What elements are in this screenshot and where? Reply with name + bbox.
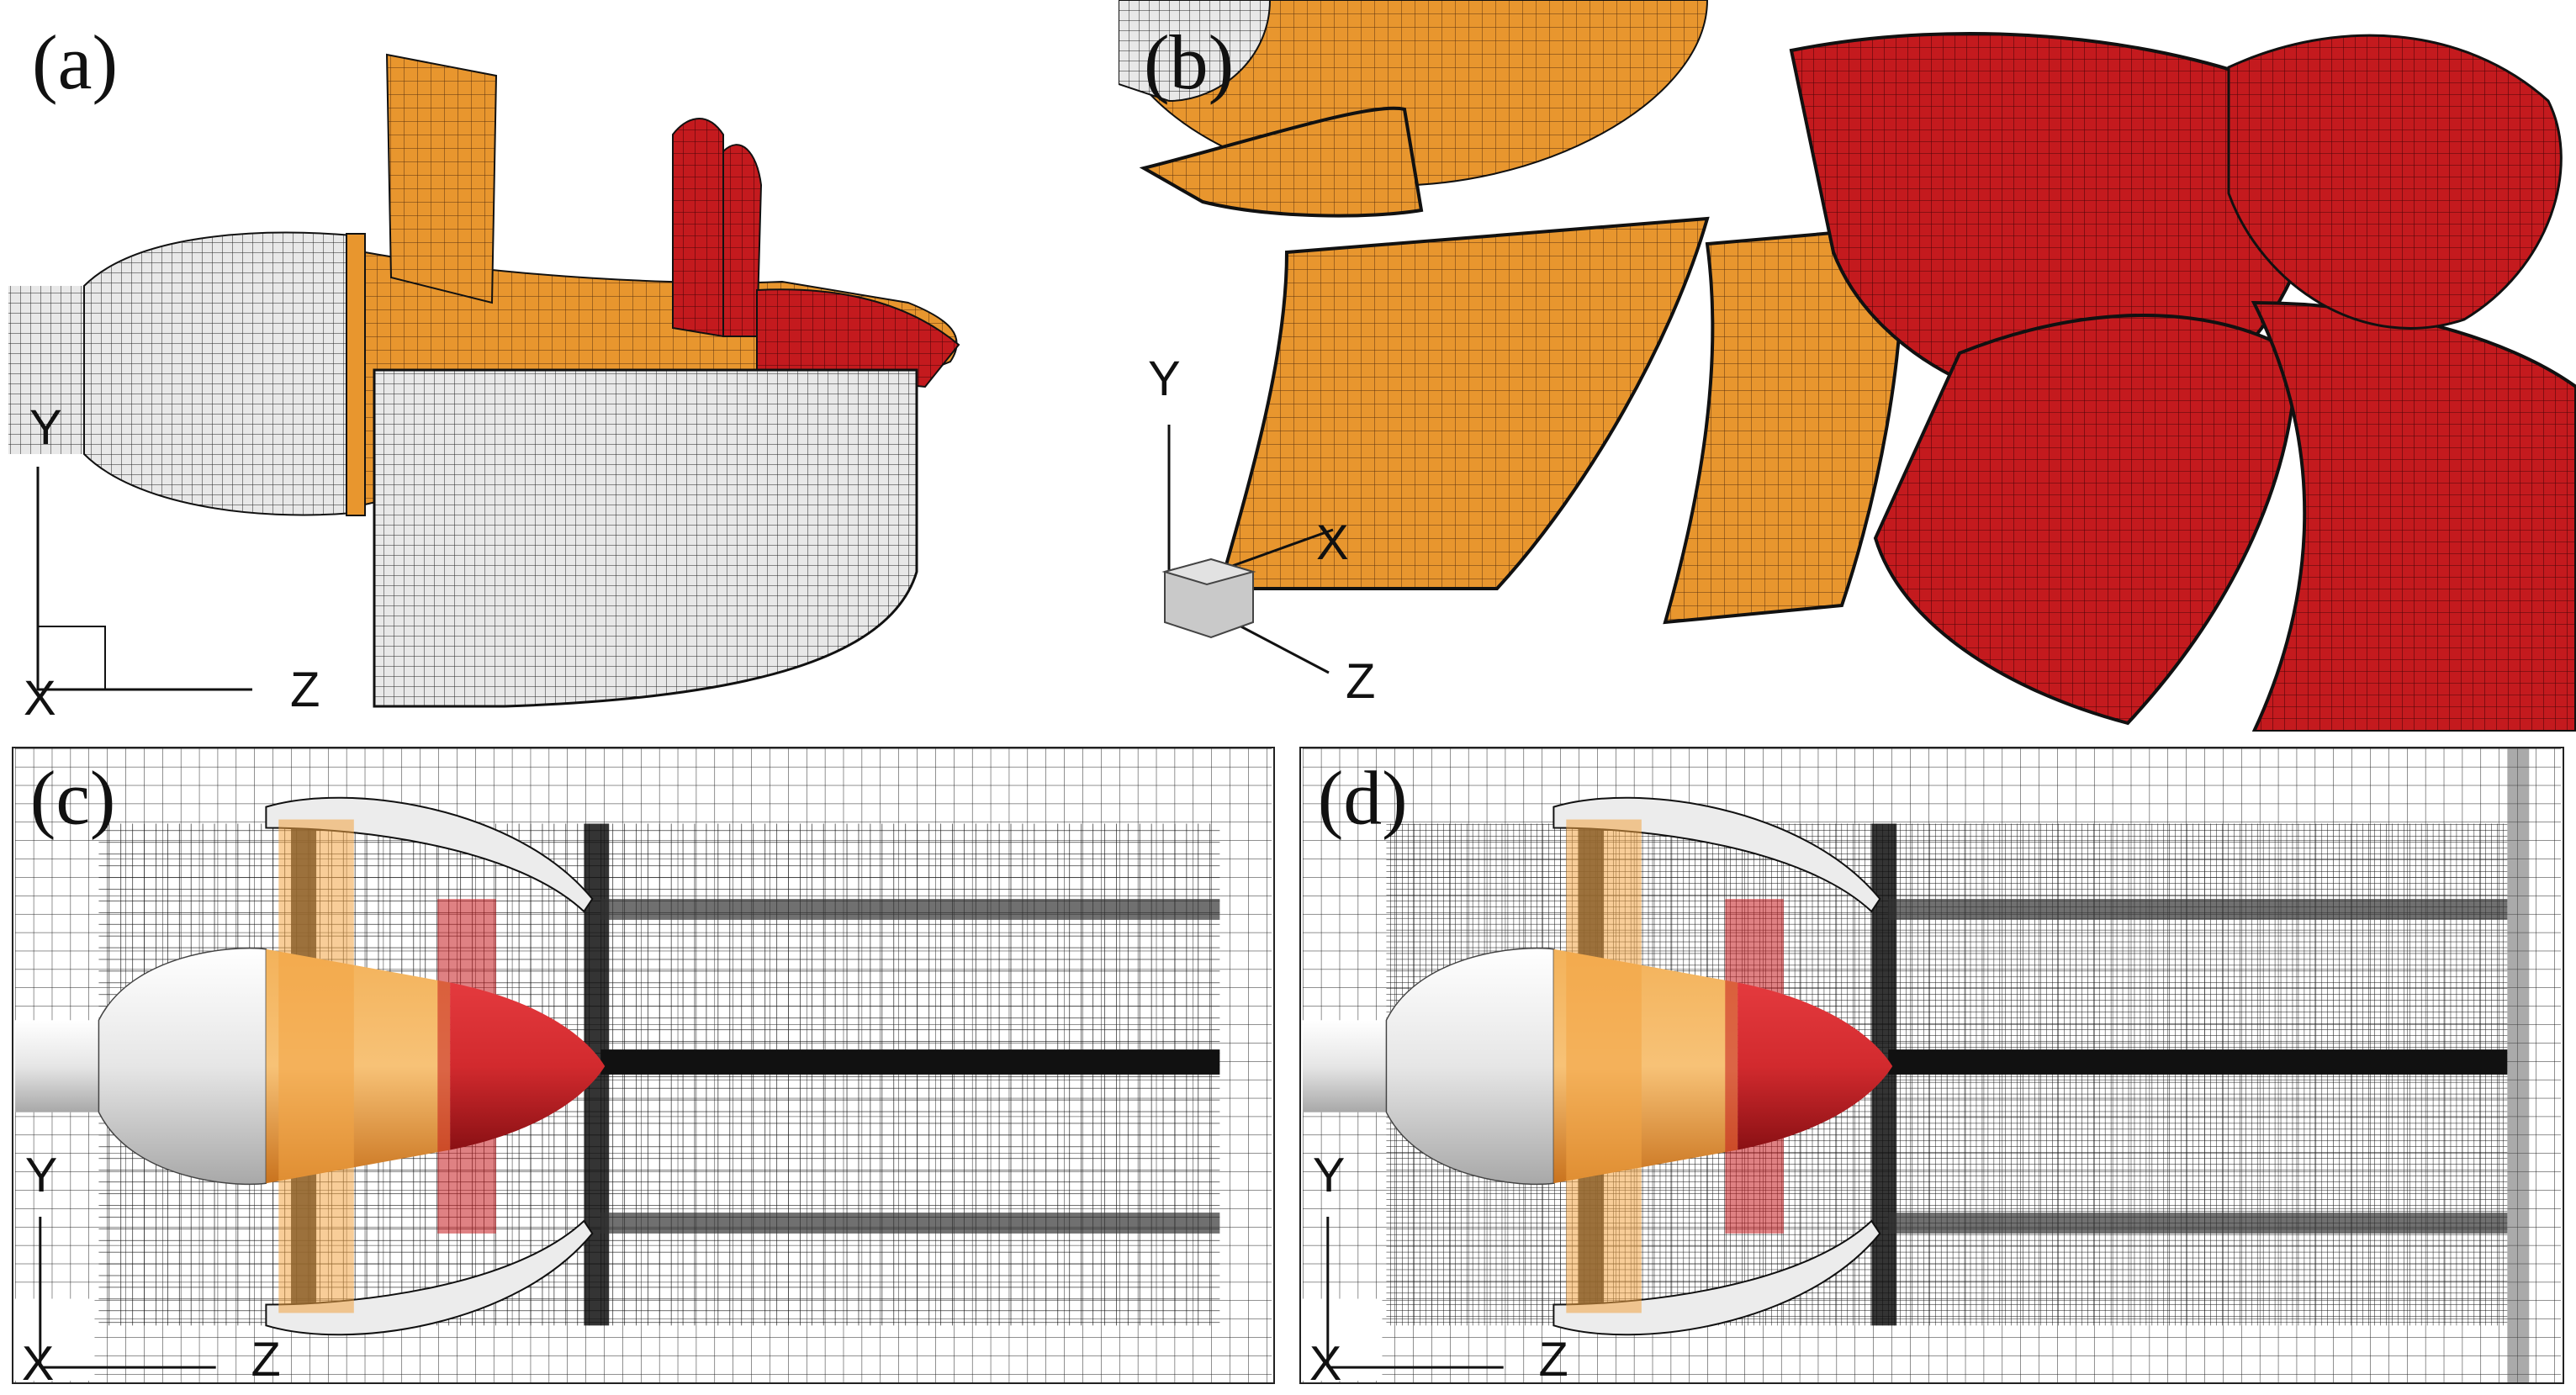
- panel-c: Y Z X (c): [12, 747, 1275, 1384]
- shaft: [1302, 1020, 1395, 1112]
- outflow-refinement-band: [2507, 748, 2530, 1382]
- wake-refinement-band: [1888, 1213, 2508, 1234]
- stator-blade: [1217, 216, 1710, 590]
- axis-label-y: Y: [29, 400, 62, 455]
- rotor-blade: [2251, 300, 2576, 732]
- spinner-hub: [83, 231, 354, 516]
- panel-label-a: (a): [32, 19, 118, 105]
- rotor-blade: [722, 144, 763, 337]
- panel-d: Y Z X (d): [1299, 747, 2564, 1384]
- axis-label-y: Y: [1148, 351, 1181, 406]
- panel-label-b: (b): [1144, 19, 1234, 105]
- axis-label-x: X: [24, 671, 56, 723]
- axis-label-x: X: [1309, 1337, 1341, 1382]
- panel-d-drawing: Y Z X (d): [1302, 748, 2562, 1382]
- nose-cone: [450, 982, 606, 1150]
- nose-cone: [1738, 982, 1893, 1150]
- nose-cone: [2227, 34, 2563, 330]
- axis-label-z: Z: [1538, 1333, 1568, 1382]
- spinner-hub: [1385, 947, 1555, 1186]
- axis-label-y: Y: [25, 1149, 57, 1202]
- axis-label-x: X: [22, 1337, 54, 1382]
- axis-label-y: Y: [1313, 1149, 1345, 1202]
- shaft: [14, 1020, 108, 1112]
- wake-refinement-band: [1888, 899, 2508, 920]
- wake-refinement-band: [600, 1213, 1220, 1234]
- axis-label-z: Z: [251, 1333, 280, 1382]
- axis-label-z: Z: [1346, 654, 1375, 709]
- spinner-hub: [98, 947, 267, 1186]
- stator-blade: [385, 53, 498, 304]
- panel-c-drawing: Y Z X (c): [14, 748, 1272, 1382]
- wake-refinement-band: [1888, 1049, 2508, 1075]
- wake-refinement-band: [600, 1049, 1220, 1075]
- nose-cone: [756, 288, 960, 388]
- panel-label-c: (c): [30, 755, 116, 841]
- duct-casing: [373, 368, 918, 708]
- panel-a: Y Z X (a): [0, 0, 1135, 723]
- shaft: [8, 286, 93, 454]
- hub-ring: [346, 233, 366, 516]
- rotor-blade: [1873, 314, 2298, 726]
- panel-label-d: (d): [1318, 755, 1408, 841]
- axis-label-z: Z: [290, 663, 320, 717]
- panel-b-drawing: Y Z X (b): [1119, 0, 2576, 732]
- wake-refinement-band: [600, 899, 1220, 920]
- panel-a-drawing: Y Z X (a): [8, 19, 960, 723]
- hub-grey: [1119, 0, 1272, 103]
- stator-blade: [1566, 819, 1642, 1313]
- axis-label-x: X: [1316, 515, 1349, 570]
- stator-blade: [1139, 106, 1424, 218]
- stator-blade: [278, 819, 354, 1313]
- rotor-blade: [672, 118, 724, 338]
- panel-b: Y Z X (b): [1119, 0, 2576, 732]
